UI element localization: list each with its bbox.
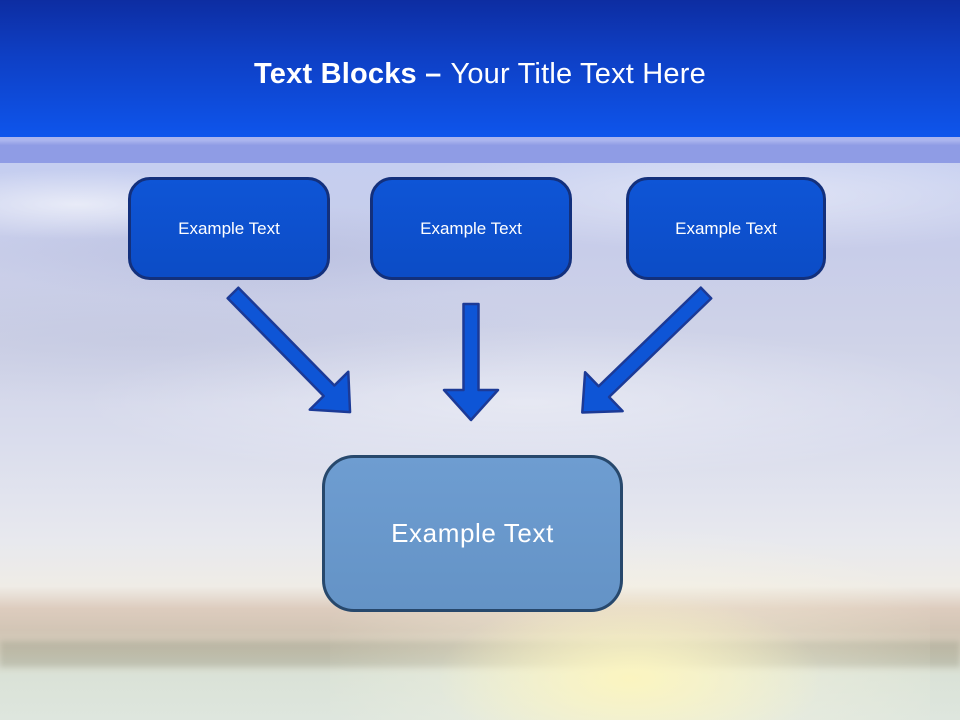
text-block-1-label: Example Text bbox=[178, 218, 280, 238]
title-bar: Text Blocks –Your Title Text Here bbox=[0, 0, 960, 137]
text-block-2-label: Example Text bbox=[420, 218, 522, 238]
text-block-3-label: Example Text bbox=[675, 218, 777, 238]
target-text-block-label: Example Text bbox=[391, 518, 554, 548]
slide-title: Text Blocks –Your Title Text Here bbox=[254, 46, 706, 91]
text-block-3: Example Text bbox=[626, 177, 826, 280]
text-block-1: Example Text bbox=[128, 177, 330, 280]
title-emphasis-text: Text Blocks – bbox=[254, 58, 442, 90]
header-accent-band bbox=[0, 137, 960, 163]
title-regular-text: Your Title Text Here bbox=[450, 58, 706, 90]
target-text-block: Example Text bbox=[322, 455, 623, 612]
text-block-2: Example Text bbox=[370, 177, 572, 280]
